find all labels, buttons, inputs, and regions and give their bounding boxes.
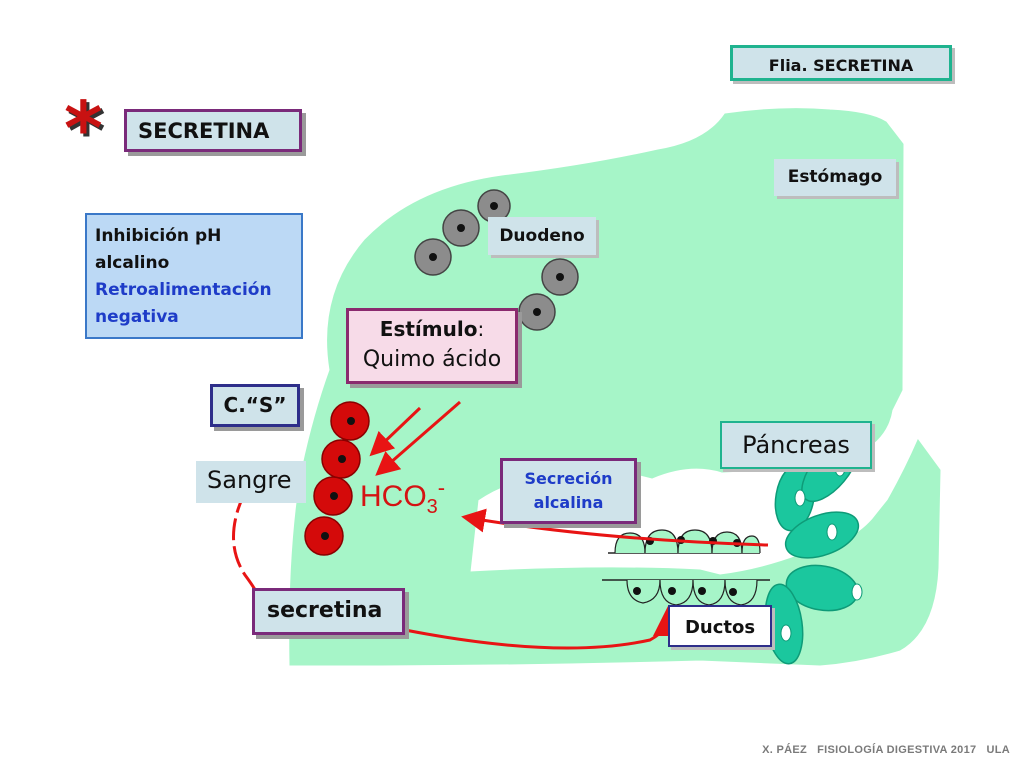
pancreas-label: Páncreas: [720, 421, 872, 469]
secretion-line-2: alcalina: [533, 493, 604, 512]
blood-loop: [232, 491, 261, 602]
asterisk-icon: *: [64, 86, 103, 172]
duodenal-cell-nuclei: [429, 202, 564, 316]
stimulus-colon: :: [477, 317, 485, 341]
ducts-label: Ductos: [668, 605, 772, 647]
stimulus-arrow: [369, 406, 422, 457]
info-box: Inhibición pH alcalino Retroalimentación…: [85, 213, 303, 339]
bicarbonate-sub: 3: [426, 496, 438, 518]
info-line-4: negativa: [95, 307, 179, 327]
footer-credit: X. PÁEZ FISIOLOGÍA DIGESTIVA 2017 ULA: [762, 744, 1010, 756]
acinus: [784, 511, 860, 559]
secretion-line-1: Secreción: [524, 469, 613, 488]
duodenum-label: Duodeno: [488, 217, 596, 255]
lower-duct-cells: [626, 579, 758, 606]
bicarbonate-base: HCO: [360, 480, 427, 513]
header-box: Flia. SECRETINA: [730, 45, 952, 81]
duodenum-tissue: [289, 108, 941, 666]
s-cell-nuclei: [321, 417, 355, 540]
secretin-arrow: [404, 606, 683, 650]
bicarbonate-sup: -: [437, 475, 446, 500]
stimulus-value: Quimo ácido: [362, 347, 502, 372]
info-line-1: Inhibición pH: [95, 226, 222, 246]
bicarbonate-label: HCO3-: [360, 475, 445, 519]
secretion-box: Secreción alcalina: [500, 458, 637, 524]
stimulus-arrow: [375, 400, 461, 476]
secretin-box: secretina: [252, 588, 405, 635]
info-line-3: Retroalimentación: [95, 280, 272, 300]
title-box: SECRETINA: [124, 109, 302, 152]
stimulus-label: Estímulo: [379, 317, 478, 341]
info-line-2: alcalino: [95, 253, 170, 273]
blood-label: Sangre: [196, 461, 306, 503]
s-cells-label: C.“S”: [210, 384, 300, 427]
stimulus-box: Estímulo: Quimo ácido: [346, 308, 518, 384]
stomach-label: Estómago: [774, 159, 896, 196]
